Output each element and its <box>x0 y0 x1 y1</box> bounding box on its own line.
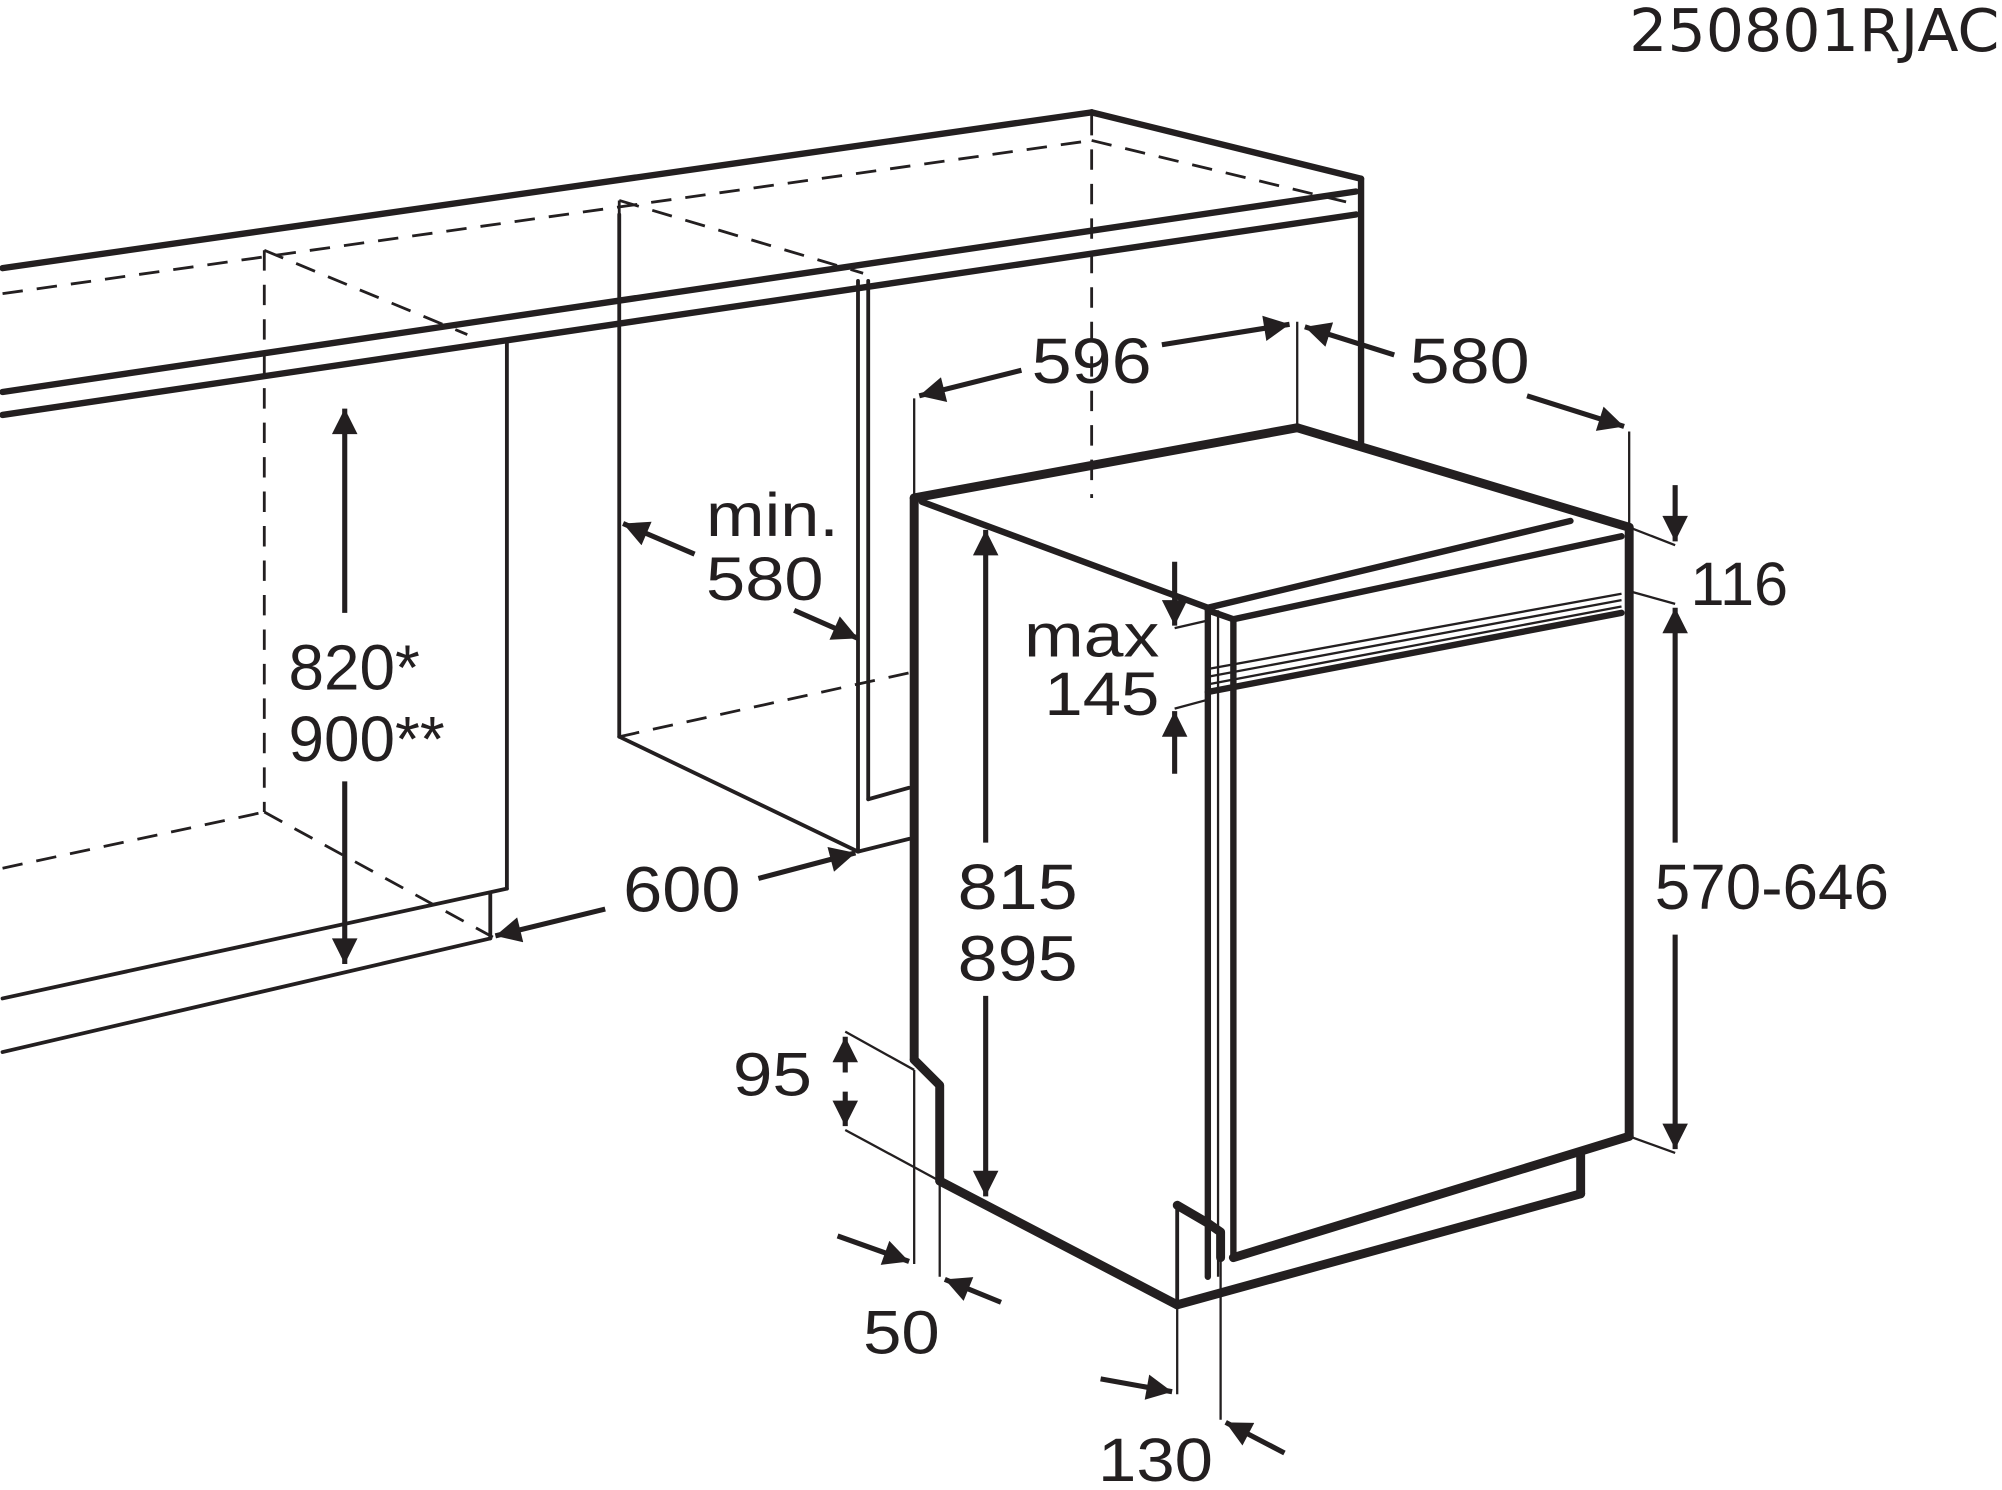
reference-code: 250801RJAC <box>1629 0 1999 65</box>
label-appliance-height-2: 895 <box>958 923 1078 995</box>
dim-door-offset-bottom: 130 <box>1098 1257 1286 1490</box>
dim-niche-width: 600 <box>494 847 857 943</box>
label-niche-height-1: 820* <box>289 631 420 703</box>
label-top-offset: 116 <box>1690 550 1788 618</box>
label-appliance-width: 596 <box>1032 325 1152 397</box>
dim-appliance-height: 815 895 <box>958 529 1078 1197</box>
dim-top-offset: 116 <box>1628 485 1788 618</box>
dim-plinth-height: 95 <box>733 1030 941 1183</box>
label-top-panel-2: 145 <box>1044 660 1159 728</box>
countertop <box>0 109 1365 498</box>
label-door-offset-bottom: 130 <box>1098 1426 1213 1490</box>
dim-appliance-depth: 580 <box>1304 322 1631 524</box>
left-cabinet <box>0 248 509 1054</box>
right-cabinet <box>617 199 911 854</box>
label-plinth-depth: 50 <box>863 1298 940 1366</box>
dim-door-panel-height: 570-646 <box>1628 607 1889 1155</box>
dim-niche-depth: min. 580 <box>622 481 860 641</box>
label-niche-height-2: 900** <box>289 703 445 775</box>
dim-niche-height: 820* 900** <box>289 408 445 964</box>
label-appliance-height-1: 815 <box>958 851 1078 923</box>
label-top-panel-1: max <box>1024 601 1159 669</box>
dim-appliance-width: 596 <box>913 315 1299 496</box>
dim-plinth-depth: 50 <box>836 1069 1002 1366</box>
label-door-panel-height: 570-646 <box>1655 851 1889 923</box>
dishwasher-body <box>909 423 1634 1310</box>
dim-top-panel: max 145 <box>1024 561 1209 774</box>
label-niche-depth-2: 580 <box>706 545 823 613</box>
label-niche-depth-1: min. <box>706 481 839 549</box>
label-plinth-height: 95 <box>733 1040 812 1108</box>
label-niche-width: 600 <box>623 854 740 926</box>
label-appliance-depth: 580 <box>1410 325 1530 397</box>
